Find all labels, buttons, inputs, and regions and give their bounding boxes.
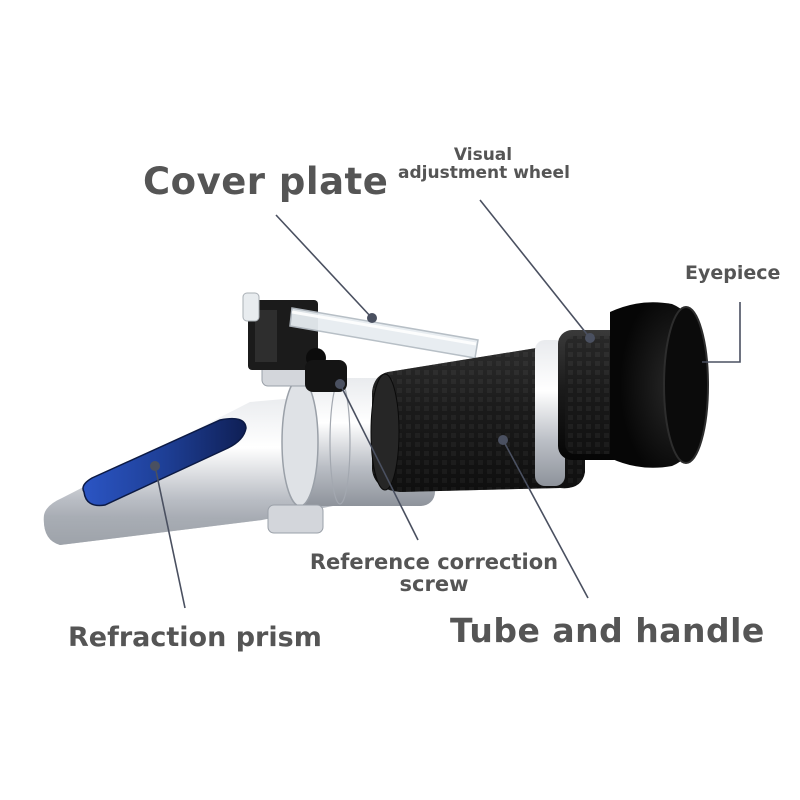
refraction-prism-glass — [82, 417, 247, 507]
cover-plate — [242, 292, 479, 392]
leader-dots — [150, 313, 595, 471]
label-visual-adjustment-wheel-line2: adjustment wheel — [398, 162, 570, 183]
leader-correction-screw — [339, 383, 419, 541]
label-reference-correction-screw-line1: Reference correction — [309, 550, 559, 574]
leader-eyepiece — [702, 302, 741, 363]
leader-cover-plate — [275, 214, 373, 319]
leader-lines — [154, 199, 741, 609]
tube-handle — [370, 340, 585, 492]
label-reference-correction-screw-line2: screw — [399, 572, 469, 597]
leader-tube-handle — [502, 439, 589, 599]
label-visual-adjustment-wheel-line1: Visual — [453, 145, 513, 165]
label-cover-plate: Cover plate — [143, 160, 389, 203]
label-reference-correction-screw: Reference correction screw — [300, 551, 568, 595]
prism-body — [43, 395, 339, 545]
label-eyepiece: Eyepiece — [685, 262, 781, 284]
label-tube-and-handle: Tube and handle — [450, 611, 765, 650]
eyepiece-cup — [610, 302, 709, 468]
label-visual-adjustment-wheel: Visual adjustment wheel — [398, 145, 570, 183]
label-refraction-prism: Refraction prism — [68, 622, 322, 653]
leader-adjustment-wheel — [479, 199, 591, 339]
leader-refraction-prism — [154, 465, 186, 609]
